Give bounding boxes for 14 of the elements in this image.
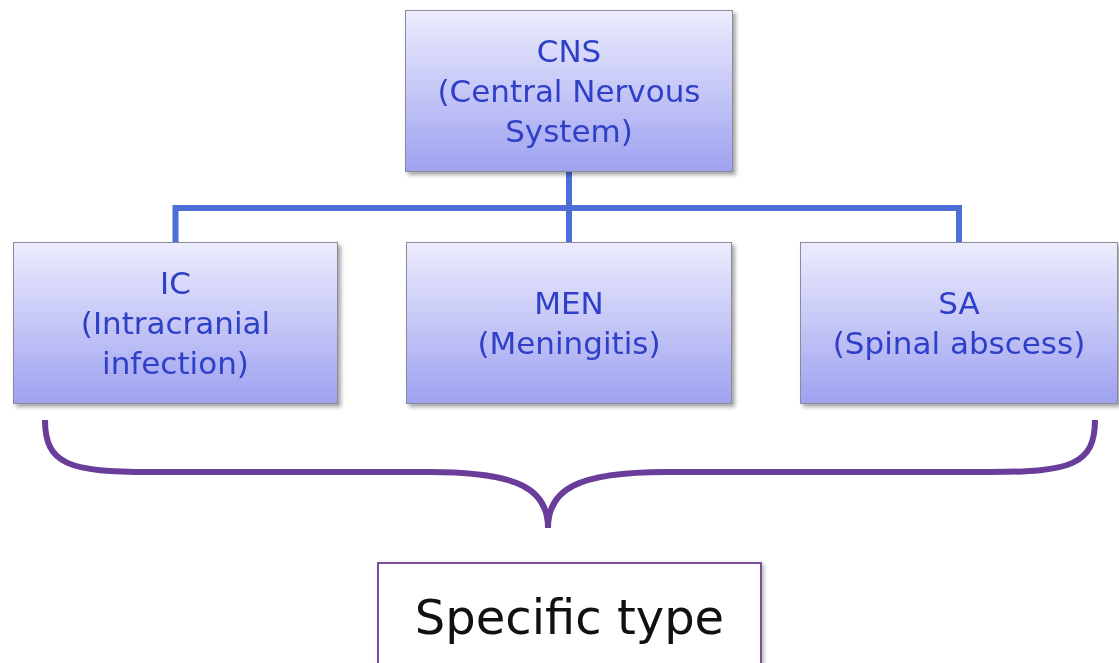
node-title: Specific type [414,589,725,645]
node-description: (Spinal abscess) [832,324,1086,363]
node-title: MEN [534,283,604,323]
node-title: CNS [536,31,602,71]
summary-box [377,562,762,663]
category-box [406,242,732,404]
category-box [405,10,733,172]
category-box [800,242,1118,404]
node-title: SA [938,283,980,323]
node-title: IC [160,263,191,303]
node-description: (Meningitis) [477,324,661,363]
node-description: (Central Nervous System) [436,71,702,152]
category-box [13,242,338,404]
node-description: (Intracranial infection) [79,303,272,384]
